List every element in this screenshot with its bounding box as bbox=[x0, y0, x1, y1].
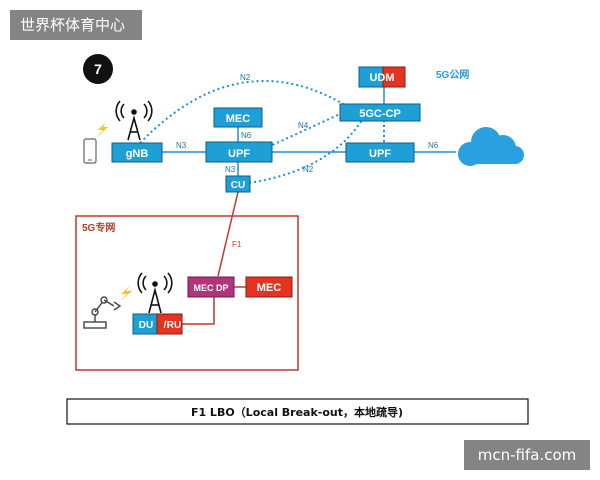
mec-top-label: MEC bbox=[226, 113, 251, 125]
core-cp-label: 5GC-CP bbox=[359, 108, 401, 120]
caption-text: F1 LBO（Local Break-out，本地疏导) bbox=[191, 405, 403, 419]
lightning-icon bbox=[96, 122, 108, 138]
label-n6-cloud: N6 bbox=[428, 141, 439, 150]
du-ru-separator: / bbox=[164, 320, 167, 331]
label-f1: F1 bbox=[232, 240, 242, 249]
antenna-tower-icon-private bbox=[137, 272, 173, 314]
antenna-tower-icon bbox=[115, 100, 153, 141]
upf-right-box bbox=[345, 142, 415, 163]
cloud-icon bbox=[458, 127, 524, 166]
lightning-icon-private bbox=[119, 286, 132, 302]
ru-label: RU bbox=[167, 320, 181, 331]
link-f1 bbox=[217, 191, 239, 277]
watermark-bottom: mcn-fifa.com bbox=[464, 440, 590, 470]
udm-box-red bbox=[382, 66, 406, 88]
label-n3-cu: N3 bbox=[225, 165, 236, 174]
upf-left-box bbox=[205, 141, 273, 163]
mec-dp-box bbox=[187, 276, 235, 298]
gnb-box bbox=[111, 142, 163, 163]
watermark-top: 世界杯体育中心 bbox=[10, 10, 142, 40]
label-n2-cu: N2 bbox=[303, 165, 314, 174]
step-badge bbox=[83, 54, 113, 84]
gnb-label: gNB bbox=[126, 148, 149, 160]
private-network-label: 5G专网 bbox=[82, 221, 115, 234]
udm-label: UDM bbox=[369, 72, 394, 84]
mec-private-box bbox=[245, 276, 293, 298]
link-n4 bbox=[267, 113, 341, 148]
upf-right-label: UPF bbox=[369, 148, 391, 160]
link-mecdp-du bbox=[182, 296, 215, 325]
phone-icon bbox=[83, 138, 97, 164]
step-number: 7 bbox=[94, 61, 102, 77]
public-network-label: 5G公网 bbox=[436, 69, 469, 81]
link-n2-cu bbox=[248, 119, 363, 184]
mec-dp-label: MEC DP bbox=[193, 283, 228, 293]
core-cp-box bbox=[339, 103, 421, 122]
label-n6-mec-upf: N6 bbox=[241, 131, 252, 140]
mec-top-box bbox=[213, 107, 263, 128]
cu-label: CU bbox=[231, 180, 245, 191]
robot-arm-icon bbox=[83, 296, 122, 329]
upf-left-label: UPF bbox=[228, 148, 250, 160]
cu-box bbox=[225, 175, 251, 193]
mec-private-label: MEC bbox=[257, 282, 282, 294]
ru-box bbox=[156, 313, 183, 335]
label-n2-top: N2 bbox=[240, 73, 251, 82]
caption-box bbox=[66, 398, 529, 425]
private-network-frame bbox=[75, 215, 299, 371]
label-n4: N4 bbox=[298, 121, 309, 130]
du-label: DU bbox=[139, 320, 153, 331]
label-n3-gnb-upf: N3 bbox=[176, 141, 187, 150]
link-n2-top bbox=[139, 80, 351, 144]
